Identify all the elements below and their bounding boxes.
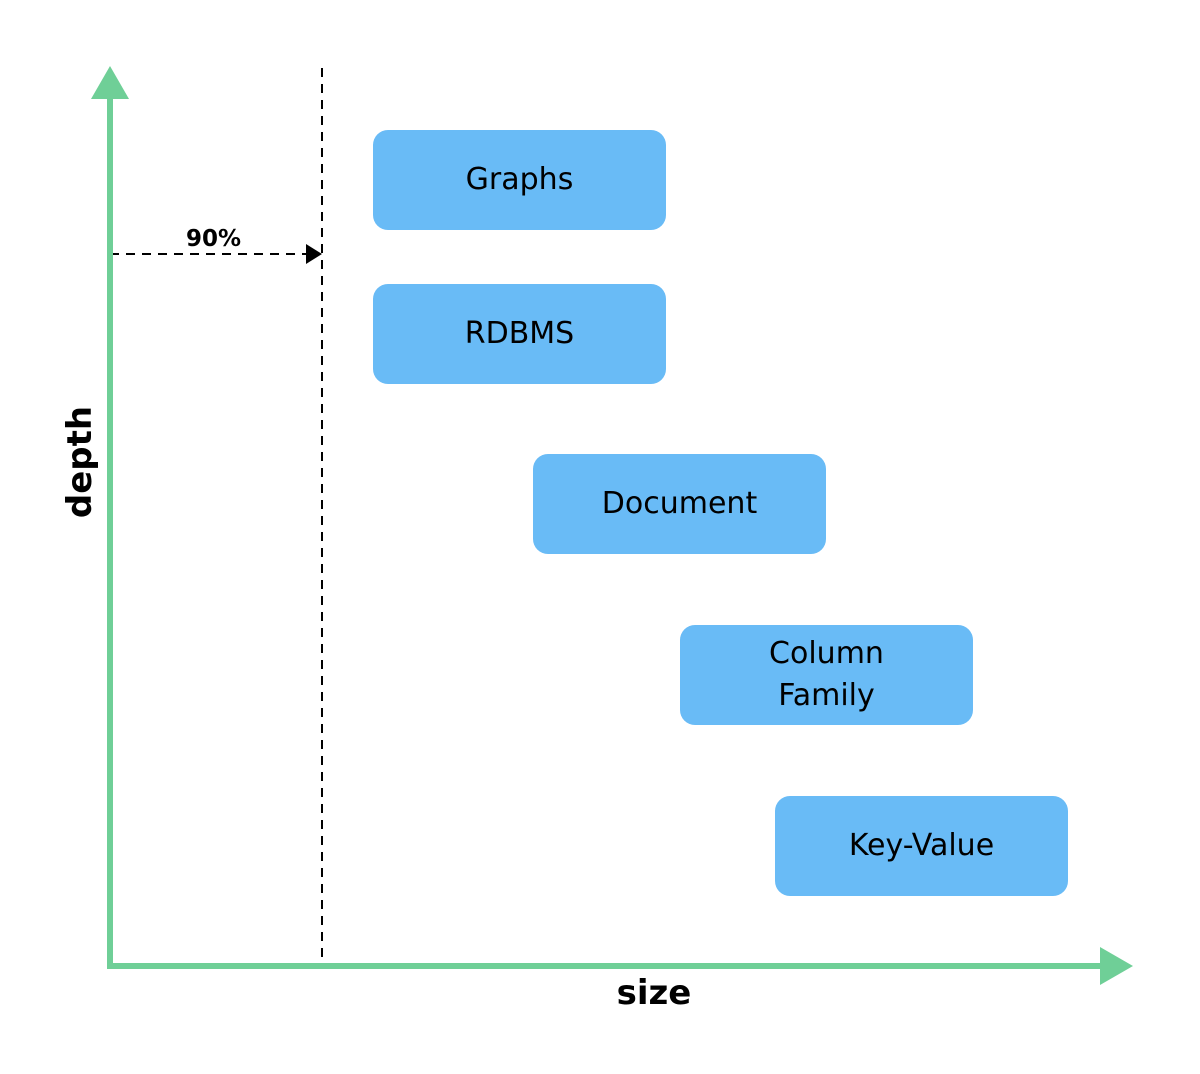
rdbms-box-label: RDBMS: [464, 316, 575, 351]
document-box: Document: [533, 454, 826, 554]
y-axis-arrowhead: [91, 66, 129, 99]
x-axis-label: size: [616, 973, 692, 1013]
column-family-box: Column Family: [680, 625, 973, 725]
graphs-box-label: Graphs: [465, 162, 574, 197]
threshold-label: 90%: [186, 226, 242, 252]
graphs-box: Graphs: [373, 130, 666, 230]
threshold-arrowhead: [306, 244, 322, 264]
column-family-box-label: Column Family: [769, 636, 884, 713]
x-axis-arrowhead: [1100, 947, 1133, 985]
rdbms-box: RDBMS: [373, 284, 666, 384]
document-box-label: Document: [601, 486, 758, 521]
key-value-box: Key-Value: [775, 796, 1068, 896]
y-axis-label: depth: [60, 405, 100, 519]
key-value-box-label: Key-Value: [848, 828, 995, 863]
